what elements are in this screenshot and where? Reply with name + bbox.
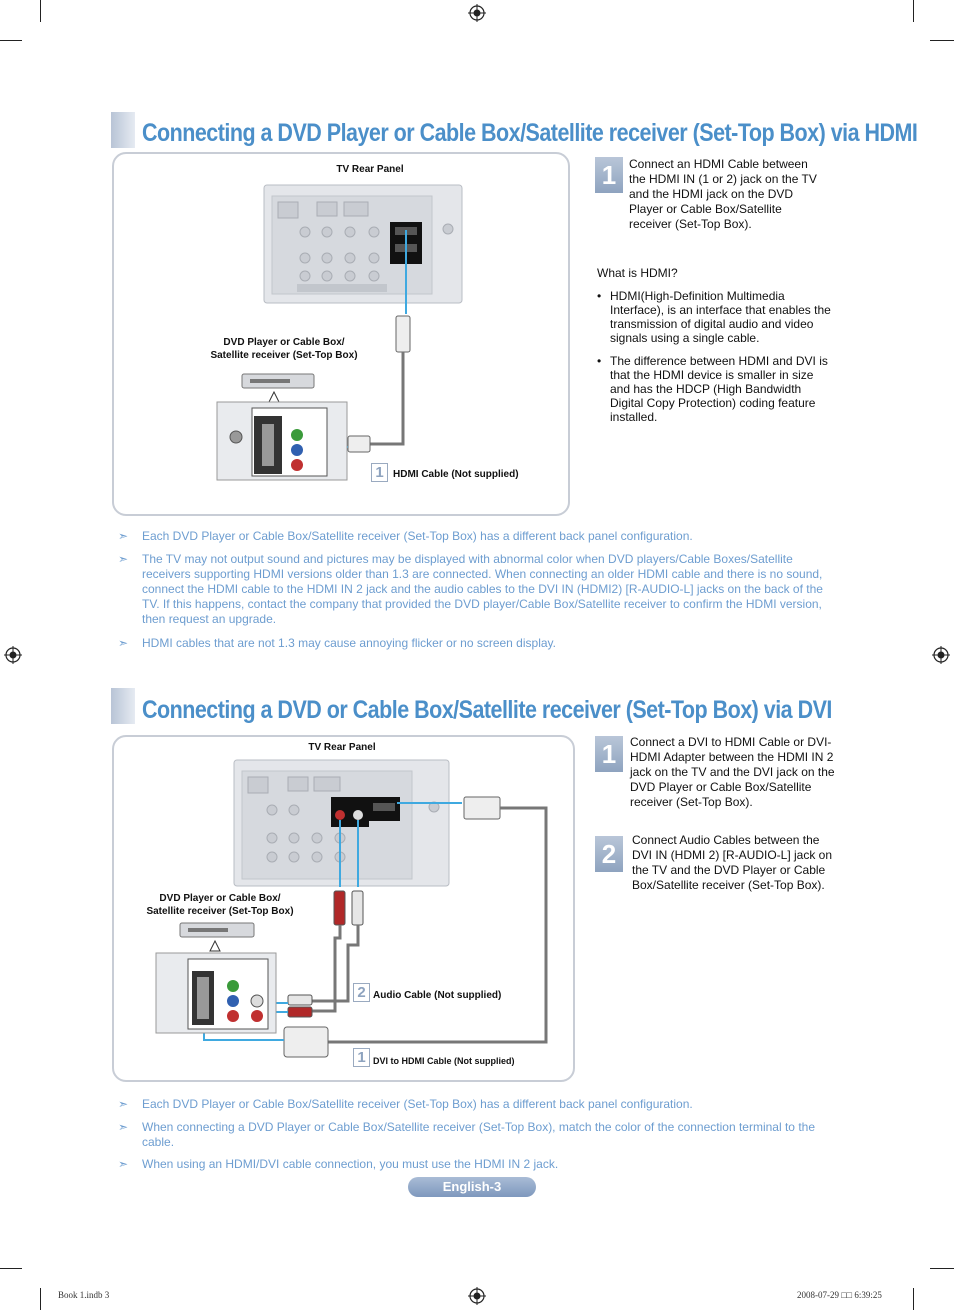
dvi-cable-number-badge: 1 — [353, 1048, 370, 1067]
step-1-text: Connect a DVI to HDMI Cable or DVI-HDMI … — [630, 735, 835, 809]
bullet-dot: • — [597, 354, 602, 368]
step-number-badge: 1 — [595, 157, 623, 193]
device-label: DVD Player or Cable Box/ Satellite recei… — [210, 337, 358, 361]
dvi-cable-label: DVI to HDMI Cable (Not supplied) — [373, 1056, 515, 1066]
crop-mark — [40, 0, 41, 22]
footer-timestamp: 2008-07-29 □□ 6:39:25 — [797, 1290, 882, 1300]
step-number-badge: 2 — [595, 836, 623, 872]
crop-mark — [930, 40, 954, 41]
note-arrow-icon: ➣ — [118, 552, 129, 566]
registration-mark-icon — [4, 646, 22, 664]
section-title-marker — [111, 688, 135, 724]
section-title-dvi: Connecting a DVD or Cable Box/Satellite … — [142, 696, 832, 724]
registration-mark-icon — [468, 1287, 486, 1305]
step-2-text: Connect Audio Cables between the DVI IN … — [632, 833, 833, 892]
page-number-label: English-3 — [408, 1177, 536, 1197]
note-text: The TV may not output sound and pictures… — [142, 552, 823, 626]
note-arrow-icon: ➣ — [118, 529, 129, 543]
section-title-marker — [111, 112, 135, 148]
note-arrow-icon: ➣ — [118, 1157, 129, 1171]
crop-mark — [0, 1268, 22, 1269]
footer-file-info: Book 1.indb 3 — [58, 1290, 110, 1300]
step-number-badge: 1 — [595, 736, 623, 772]
tv-rear-panel-label: TV Rear Panel — [308, 742, 376, 753]
audio-cable-number-badge: 2 — [353, 983, 370, 1002]
tv-rear-panel-label: TV Rear Panel — [336, 164, 404, 175]
registration-mark-icon — [468, 4, 486, 22]
dvi-connection-diagram — [155, 759, 548, 1058]
note-arrow-icon: ➣ — [118, 636, 129, 650]
crop-mark — [0, 40, 22, 41]
hdmi-connection-diagram — [216, 184, 463, 481]
crop-mark — [40, 1288, 41, 1310]
cable-number-badge: 1 — [371, 463, 388, 482]
crop-mark — [930, 1268, 954, 1269]
crop-mark — [913, 0, 914, 22]
note-arrow-icon: ➣ — [118, 1120, 129, 1134]
audio-cable-label: Audio Cable (Not supplied) — [373, 990, 502, 1001]
hdmi-bullet-1: HDMI(High-Definition Multimedia Interfac… — [610, 289, 831, 345]
bullet-dot: • — [597, 289, 602, 303]
note-text: When connecting a DVD Player or Cable Bo… — [142, 1120, 815, 1149]
registration-mark-icon — [932, 646, 950, 664]
note-arrow-icon: ➣ — [118, 1097, 129, 1111]
note-text: When using an HDMI/DVI cable connection,… — [142, 1157, 559, 1171]
crop-mark — [913, 1288, 914, 1310]
what-is-hdmi-heading: What is HDMI? — [597, 266, 678, 280]
note-text: Each DVD Player or Cable Box/Satellite r… — [142, 1097, 693, 1111]
note-text: Each DVD Player or Cable Box/Satellite r… — [142, 529, 693, 543]
step-1-text: Connect an HDMI Cable between the HDMI I… — [629, 157, 817, 231]
device-label: DVD Player or Cable Box/ Satellite recei… — [146, 893, 294, 917]
hdmi-bullet-2: The difference between HDMI and DVI is t… — [610, 354, 828, 424]
hdmi-cable-label: HDMI Cable (Not supplied) — [393, 469, 519, 480]
note-text: HDMI cables that are not 1.3 may cause a… — [142, 636, 556, 650]
section-title-hdmi: Connecting a DVD Player or Cable Box/Sat… — [142, 119, 918, 147]
